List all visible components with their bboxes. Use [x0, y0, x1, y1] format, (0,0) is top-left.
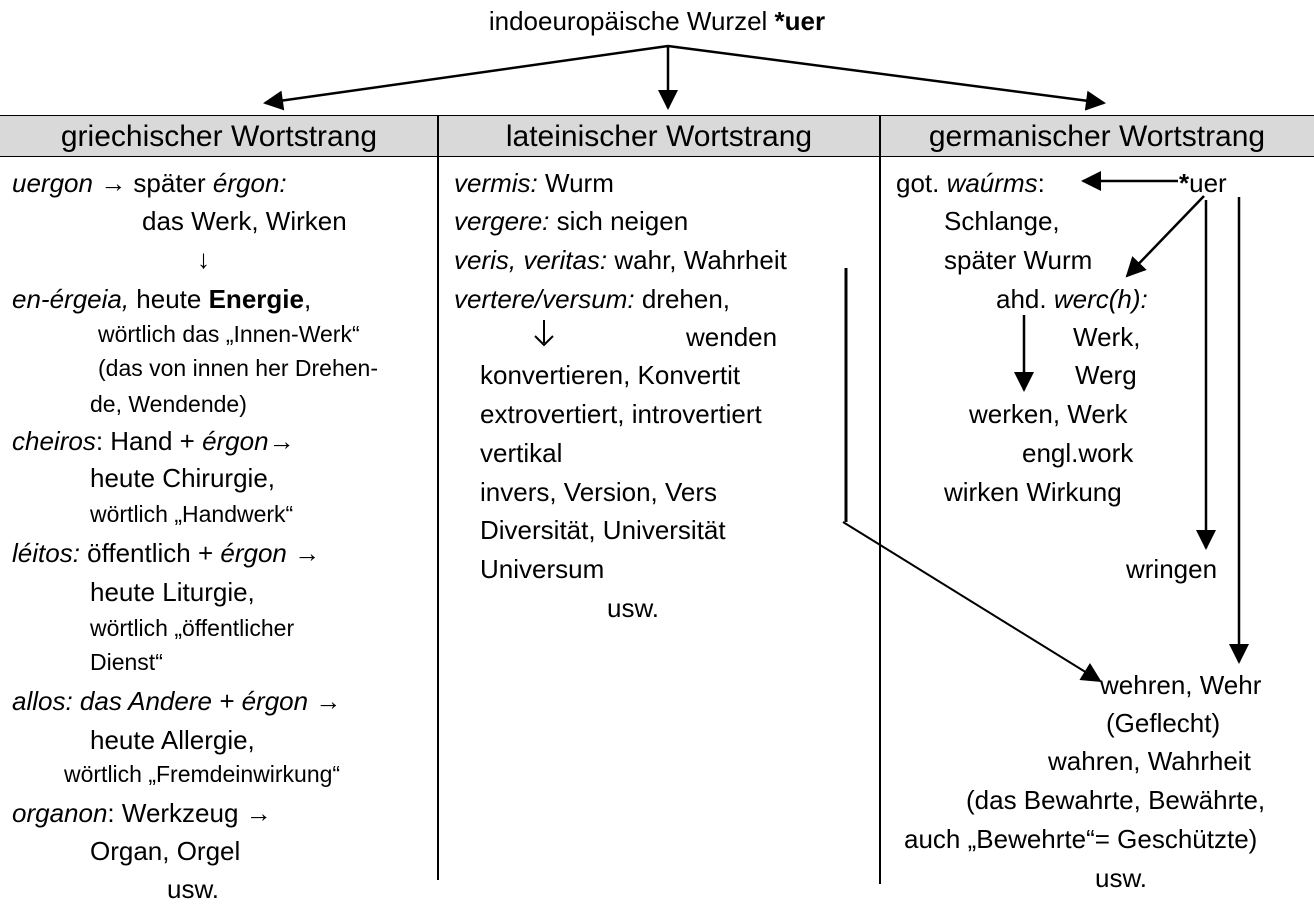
- header-latin: lateinischer Wortstrang: [438, 115, 880, 157]
- greek-dienst: Dienst“: [90, 649, 163, 675]
- header-germanic: germanischer Wortstrang: [880, 115, 1314, 157]
- greek-drehende: (das von innen her Drehen-: [98, 355, 378, 381]
- germanic-wirken: wirken Wirkung: [944, 477, 1122, 507]
- greek-leitos: léitos: öffentlich + érgon →: [12, 538, 321, 568]
- germanic-werk: Werk,: [1073, 322, 1141, 352]
- greek-wendende: de, Wendende): [90, 391, 247, 417]
- germanic-waurms: got. waúrms:: [896, 168, 1045, 198]
- header-greek: griechischer Wortstrang: [0, 115, 438, 157]
- germanic-wahren: wahren, Wahrheit: [1048, 746, 1251, 776]
- germanic-werch: ahd. werc(h):: [996, 284, 1148, 314]
- germanic-geflecht: (Geflecht): [1106, 708, 1221, 738]
- germanic-wringen: wringen: [1126, 554, 1218, 584]
- latin-usw: usw.: [607, 593, 660, 623]
- latin-to-wehren-arrow: [842, 521, 1102, 683]
- germanic-bewehrte: auch „Bewehrte“= Geschützte): [904, 824, 1258, 854]
- latin-vertere: vertere/versum: drehen,: [454, 284, 731, 314]
- diagram-title: indoeuropäische Wurzel *uer: [488, 6, 826, 36]
- latin-vermis: vermis: Wurm: [454, 168, 614, 198]
- latin-vergere: vergere: sich neigen: [454, 206, 689, 236]
- greek-allos: allos: das Andere + érgon →: [12, 686, 342, 716]
- germanic-usw: usw.: [1095, 863, 1148, 893]
- uer-to-werch-arrow: [1125, 195, 1205, 278]
- greek-allergie: heute Allergie,: [90, 725, 255, 755]
- latin-konvertieren: konvertieren, Konvertit: [480, 360, 741, 390]
- greek-usw: usw.: [167, 874, 220, 904]
- germanic-werg: Werg: [1075, 360, 1137, 390]
- greek-werk: das Werk, Wirken: [142, 206, 347, 236]
- greek-organon: organon: Werkzeug →: [12, 798, 272, 828]
- germanic-schlange: Schlange,: [944, 206, 1060, 236]
- greek-energeia: en-érgeia, heute Energie,: [12, 284, 312, 314]
- latin-vertikal: vertikal: [480, 438, 563, 468]
- germanic-wurm: später Wurm: [944, 245, 1093, 275]
- greek-oeffentlich: wörtlich „öffentlicher: [90, 615, 295, 641]
- germanic-werken: werken, Werk: [969, 399, 1128, 429]
- greek-fremdeinwirkung: wörtlich „Fremdeinwirkung“: [64, 761, 341, 787]
- greek-organ: Organ, Orgel: [90, 836, 241, 866]
- greek-uergon: uergon → später érgon:: [12, 168, 287, 198]
- germanic-work: engl.work: [1022, 438, 1134, 468]
- greek-liturgie: heute Liturgie,: [90, 577, 255, 607]
- latin-veritas: veris, veritas: wahr, Wahrheit: [454, 245, 787, 275]
- germanic-bewahrte: (das Bewahrte, Bewährte,: [966, 785, 1266, 815]
- germanic-root: *uer: [1179, 168, 1227, 198]
- greek-cheiros: cheiros: Hand + érgon→: [12, 426, 295, 456]
- latin-invers: invers, Version, Vers: [480, 477, 717, 507]
- root-arrow-greek: [263, 44, 669, 111]
- latin-wenden: wenden: [686, 322, 778, 352]
- root-arrow-germanic: [667, 44, 1106, 111]
- latin-diversitaet: Diversität, Universität: [480, 515, 726, 545]
- greek-innen-werk: wörtlich das „Innen-Werk“: [98, 321, 360, 347]
- greek-down-arrow: ↓: [197, 244, 210, 274]
- latin-extrovertiert: extrovertiert, introvertiert: [480, 399, 762, 429]
- germanic-wehren: wehren, Wehr: [1100, 670, 1262, 700]
- greek-chirurgie: heute Chirurgie,: [90, 463, 275, 493]
- latin-universum: Universum: [480, 554, 605, 584]
- greek-handwerk: wörtlich „Handwerk“: [90, 501, 294, 527]
